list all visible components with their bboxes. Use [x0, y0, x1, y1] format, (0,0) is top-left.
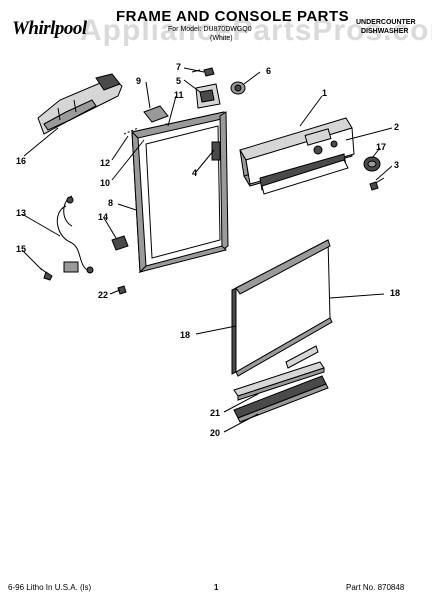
part-8-door-frame [130, 111, 229, 274]
callout-6: 6 [266, 66, 272, 76]
part-14-connector [111, 235, 129, 251]
callout-18-right: 18 [390, 288, 401, 298]
part-21-trim [233, 361, 325, 401]
part-19-liner [285, 345, 319, 369]
callout-1: 1 [322, 88, 328, 98]
page-number: 1 [214, 583, 219, 592]
print-info: 6-96 Litho In U.S.A. (ls) [8, 583, 92, 592]
brand-logo: Whirlpool [12, 18, 87, 39]
part-4-switch [211, 141, 221, 161]
callout-10: 10 [100, 178, 111, 188]
part-1-2-console [239, 117, 355, 195]
part-20-trim [233, 375, 329, 423]
callout-20: 20 [210, 428, 221, 438]
model-color: (White) [210, 35, 233, 42]
callout-14: 14 [98, 212, 109, 222]
part-number: Part No. 870848 [346, 583, 405, 592]
part-3-screw [369, 177, 385, 191]
callout-9: 9 [136, 76, 142, 86]
callout-16: 16 [16, 156, 27, 166]
callout-15: 15 [16, 244, 27, 254]
callout-8: 8 [108, 198, 114, 208]
part-13-harness [56, 195, 94, 274]
product-type-line1: UNDERCOUNTER [356, 19, 416, 26]
part-18-door-panel [231, 239, 333, 377]
top-bracket [191, 67, 221, 109]
callout-2: 2 [394, 122, 400, 132]
callout-17: 17 [376, 142, 387, 152]
model-line: For Model: DU870DWGQ0 [168, 26, 252, 33]
page-title: FRAME AND CONSOLE PARTS [116, 8, 350, 25]
part-22-screw [117, 285, 127, 295]
callout-11: 11 [174, 90, 184, 100]
callout-5: 5 [176, 76, 182, 86]
callout-4: 4 [192, 168, 198, 178]
leader-lines [21, 67, 393, 433]
callout-7: 7 [176, 62, 182, 72]
callout-21: 21 [210, 408, 221, 418]
watermark: AppliancePartsPros.com [80, 14, 432, 47]
part-6-knob [230, 81, 246, 95]
part-17-knob [363, 156, 381, 172]
callout-3: 3 [394, 160, 400, 170]
callout-22: 22 [98, 290, 109, 300]
callout-18-left: 18 [180, 330, 191, 340]
product-type-line2: DISHWASHER [361, 28, 409, 35]
callout-13: 13 [16, 208, 27, 218]
callout-12: 12 [100, 158, 111, 168]
part-16-assembly [37, 73, 123, 135]
